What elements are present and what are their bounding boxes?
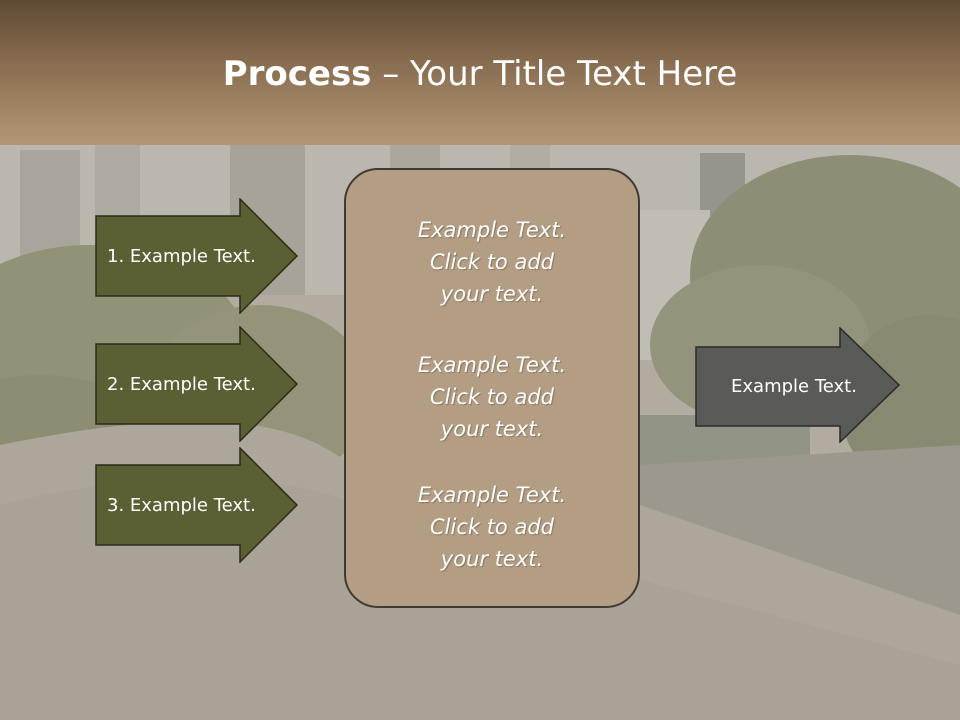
block-line: your text. [440,417,544,441]
step-label-2: 2. Example Text. [107,373,256,395]
arrow-shape [95,325,299,443]
panel-text-block-3[interactable]: Example Text. Click to add your text. [346,479,638,575]
step-arrow-3[interactable]: 3. Example Text. [95,446,299,564]
panel-text-block-1[interactable]: Example Text. Click to add your text. [346,214,638,310]
arrow-shape [695,326,901,444]
block-line: your text. [440,547,544,571]
step-label-3: 3. Example Text. [107,494,256,516]
block-line: Example Text. [417,353,567,377]
result-arrow[interactable]: Example Text. [695,326,901,444]
step-arrow-1[interactable]: 1. Example Text. [95,197,299,315]
arrow-shape [95,197,299,315]
block-line: Example Text. [417,218,567,242]
step-label-1: 1. Example Text. [107,245,256,267]
slide-title[interactable]: Process – Your Title Text Here [0,52,960,96]
content-panel[interactable]: Example Text. Click to add your text. Ex… [344,168,640,608]
result-label: Example Text. [731,376,857,397]
block-line: Click to add [429,385,554,409]
title-bold: Process [222,54,372,94]
step-arrow-2[interactable]: 2. Example Text. [95,325,299,443]
title-bar: Process – Your Title Text Here [0,0,960,145]
block-line: your text. [440,282,544,306]
block-line: Example Text. [417,483,567,507]
block-line: Click to add [429,250,554,274]
title-rest: – Your Title Text Here [371,54,738,94]
panel-text-block-2[interactable]: Example Text. Click to add your text. [346,349,638,445]
arrow-shape [95,446,299,564]
block-line: Click to add [429,515,554,539]
